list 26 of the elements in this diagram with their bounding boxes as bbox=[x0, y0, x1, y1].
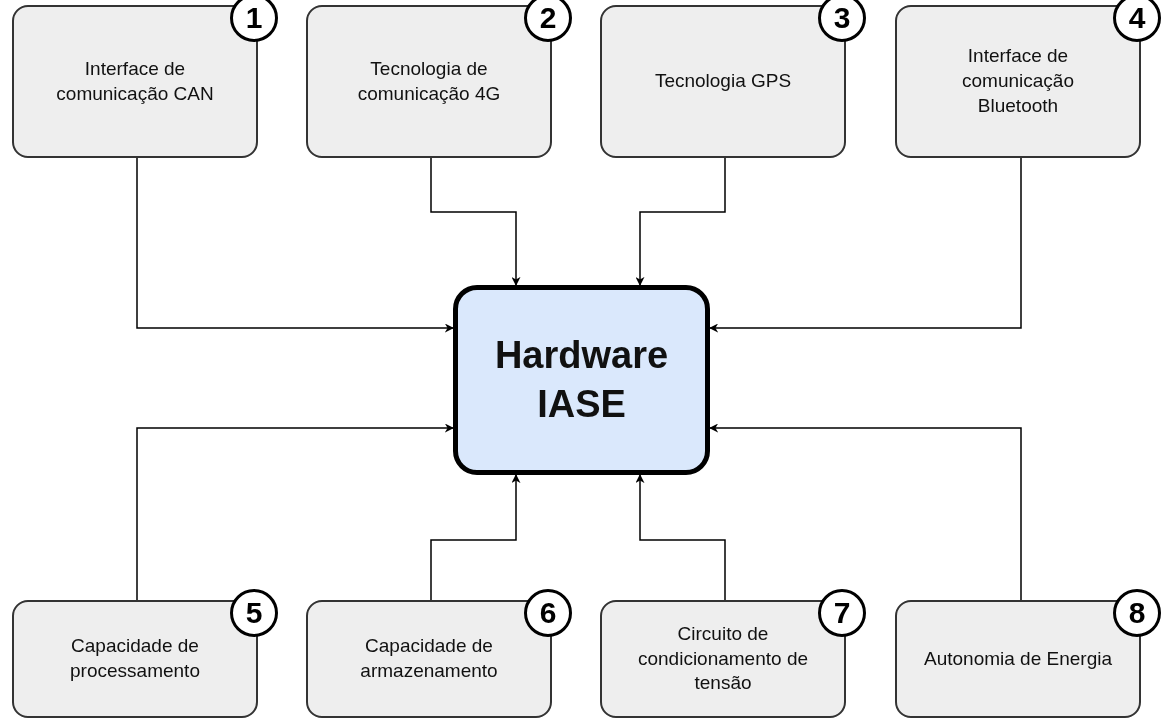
feature-label: Tecnologia GPS bbox=[654, 69, 792, 94]
number-badge: 5 bbox=[230, 589, 278, 637]
central-label: Hardware IASE bbox=[493, 332, 670, 427]
feature-label: Interface de comunicação Bluetooth bbox=[961, 44, 1075, 118]
feature-label: Autonomia de Energia bbox=[924, 646, 1112, 671]
number-badge: 1 bbox=[230, 0, 278, 42]
connector-arrow bbox=[709, 157, 1022, 333]
connector-arrow bbox=[136, 157, 454, 333]
number-badge: 6 bbox=[524, 589, 572, 637]
number-badge: 8 bbox=[1113, 589, 1161, 637]
feature-label: Capacidade de armazenamento bbox=[359, 634, 499, 683]
number-badge: 7 bbox=[818, 589, 866, 637]
central-box bbox=[453, 285, 710, 475]
connector-arrow bbox=[136, 423, 454, 601]
feature-label: Interface de comunicação CAN bbox=[55, 56, 215, 106]
feature-label: Circuito de condicionamento de tensão bbox=[636, 621, 810, 696]
number-badge: 3 bbox=[818, 0, 866, 42]
connector-arrow bbox=[430, 474, 521, 601]
connector-arrow bbox=[635, 157, 726, 286]
connector-arrow bbox=[709, 423, 1022, 601]
feature-label: Capacidade de processamento bbox=[69, 634, 201, 683]
number-badge: 4 bbox=[1113, 0, 1161, 42]
connector-arrow bbox=[635, 474, 726, 601]
feature-label: Tecnologia de comunicação 4G bbox=[356, 56, 502, 106]
connector-arrow bbox=[430, 157, 521, 286]
number-badge: 2 bbox=[524, 0, 572, 42]
